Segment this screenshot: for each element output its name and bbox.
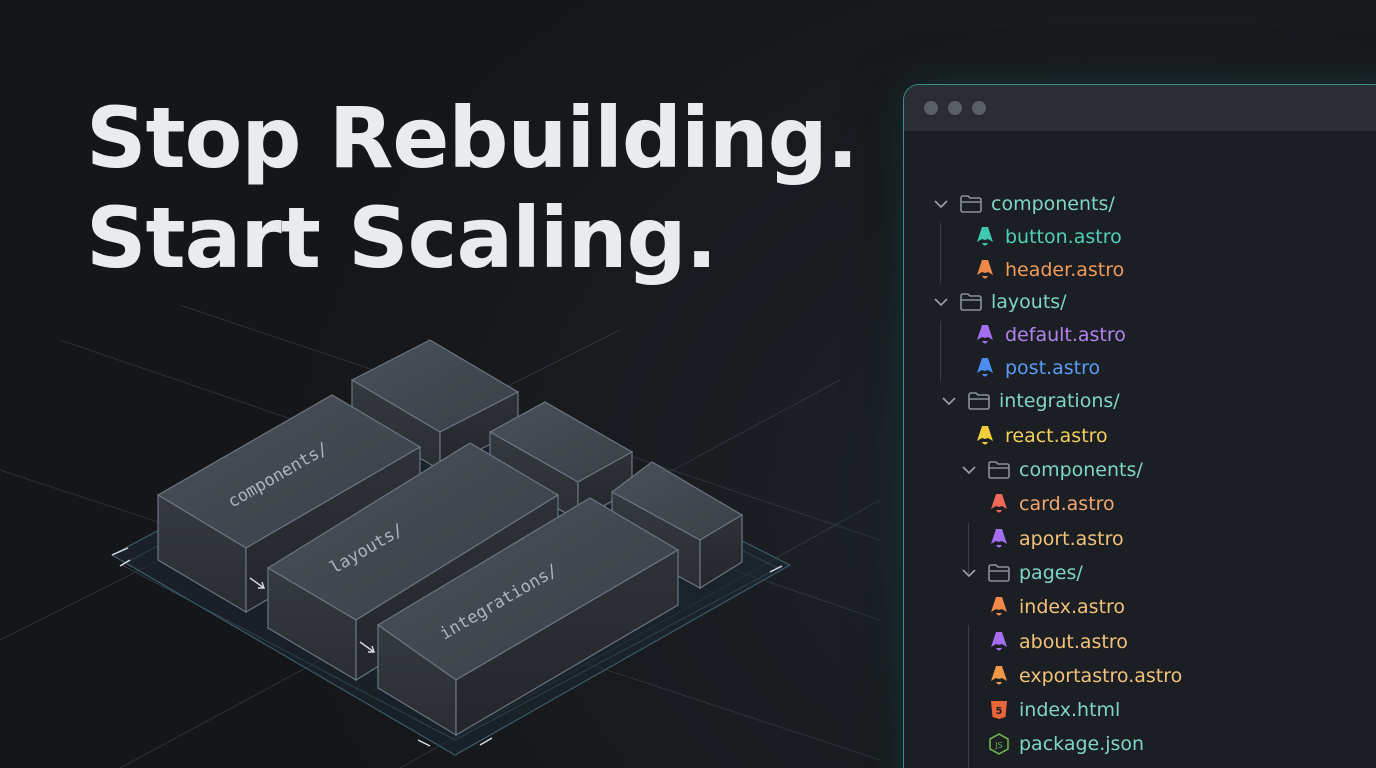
tree-item-label: aport.astro	[1019, 528, 1124, 550]
tree-item-label: package.json	[1019, 733, 1145, 755]
tree-file-row[interactable]: card.astro	[988, 489, 1115, 519]
folder-icon	[988, 562, 1010, 584]
tree-file-row[interactable]: index.astro	[988, 592, 1125, 622]
astro-icon	[974, 226, 996, 248]
tree-file-row[interactable]: 5 index.html	[988, 695, 1120, 725]
astro-icon	[988, 596, 1010, 618]
folder-icon	[960, 193, 982, 215]
tree-item-label: card.astro	[1019, 493, 1115, 515]
astro-icon	[974, 259, 996, 281]
tree-folder-row[interactable]: layouts/	[932, 287, 1067, 317]
headline: Stop Rebuilding. Start Scaling.	[86, 88, 859, 288]
chevron-down-icon[interactable]	[932, 297, 950, 307]
file-explorer-window: components/button.astro header.astro layou…	[903, 84, 1376, 768]
tree-file-row[interactable]: header.astro	[974, 255, 1124, 285]
tree-item-label: header.astro	[1005, 259, 1125, 281]
isometric-blocks-illustration: components/ layouts/ integrations/	[0, 304, 880, 768]
folder-icon	[988, 459, 1010, 481]
tree-folder-row[interactable]: components/	[960, 455, 1143, 485]
tree-file-row[interactable]: aport.astro	[988, 524, 1124, 554]
astro-icon	[988, 528, 1010, 550]
nodejs-icon: JS	[988, 733, 1010, 755]
astro-icon	[974, 324, 996, 346]
astro-icon	[988, 665, 1010, 687]
folder-icon	[960, 291, 982, 313]
chevron-down-icon[interactable]	[932, 199, 950, 209]
tree-indent-guide	[940, 321, 941, 381]
chevron-down-icon[interactable]	[960, 465, 978, 475]
block-integrations: integrations/	[376, 497, 680, 737]
tree-folder-row[interactable]: integrations/	[940, 386, 1120, 416]
connector-arrows	[111, 547, 783, 747]
headline-line-2: Start Scaling.	[86, 189, 718, 287]
svg-text:JS: JS	[994, 741, 1002, 750]
folder-icon	[968, 390, 990, 412]
tree-item-label: pages/	[1019, 562, 1083, 584]
astro-icon	[974, 357, 996, 379]
window-control-dot[interactable]	[924, 101, 938, 115]
window-control-dot[interactable]	[948, 101, 962, 115]
tree-file-row[interactable]: default.astro	[974, 320, 1126, 350]
tree-item-label: exportastro.astro	[1019, 665, 1183, 687]
tree-indent-guide	[968, 625, 969, 768]
tree-file-row[interactable]: post.astro	[974, 353, 1100, 383]
window-titlebar	[904, 85, 1376, 131]
astro-icon	[988, 493, 1010, 515]
tree-item-label: index.astro	[1019, 596, 1126, 618]
chevron-down-icon[interactable]	[940, 396, 958, 406]
tree-item-label: components/	[991, 193, 1115, 215]
tree-item-label: post.astro	[1005, 357, 1101, 379]
tree-item-label: react.astro	[1005, 425, 1108, 447]
tree-item-label: button.astro	[1005, 226, 1122, 248]
astro-icon	[974, 425, 996, 447]
chevron-down-icon[interactable]	[960, 568, 978, 578]
tree-file-row[interactable]: button.astro	[974, 222, 1122, 252]
window-control-dot[interactable]	[972, 101, 986, 115]
astro-icon	[988, 631, 1010, 653]
tree-indent-guide	[968, 523, 969, 575]
tree-item-label: integrations/	[999, 390, 1120, 412]
tree-folder-row[interactable]: components/	[932, 189, 1115, 219]
headline-line-1: Stop Rebuilding.	[86, 89, 859, 187]
tree-file-row[interactable]: JS package.json	[988, 729, 1144, 759]
svg-text:5: 5	[996, 706, 1003, 717]
tree-folder-row[interactable]: pages/	[960, 558, 1083, 588]
tree-item-label: layouts/	[991, 291, 1067, 313]
html5-icon: 5	[988, 699, 1010, 721]
tree-item-label: default.astro	[1005, 324, 1126, 346]
tree-indent-guide	[940, 223, 941, 283]
tree-file-row[interactable]: README.md	[988, 764, 1137, 768]
tree-file-row[interactable]: about.astro	[988, 627, 1128, 657]
tree-item-label: about.astro	[1019, 631, 1128, 653]
tree-item-label: components/	[1019, 459, 1143, 481]
tree-file-row[interactable]: exportastro.astro	[988, 661, 1182, 691]
tree-file-row[interactable]: react.astro	[974, 421, 1108, 451]
tree-item-label: index.html	[1019, 699, 1121, 721]
